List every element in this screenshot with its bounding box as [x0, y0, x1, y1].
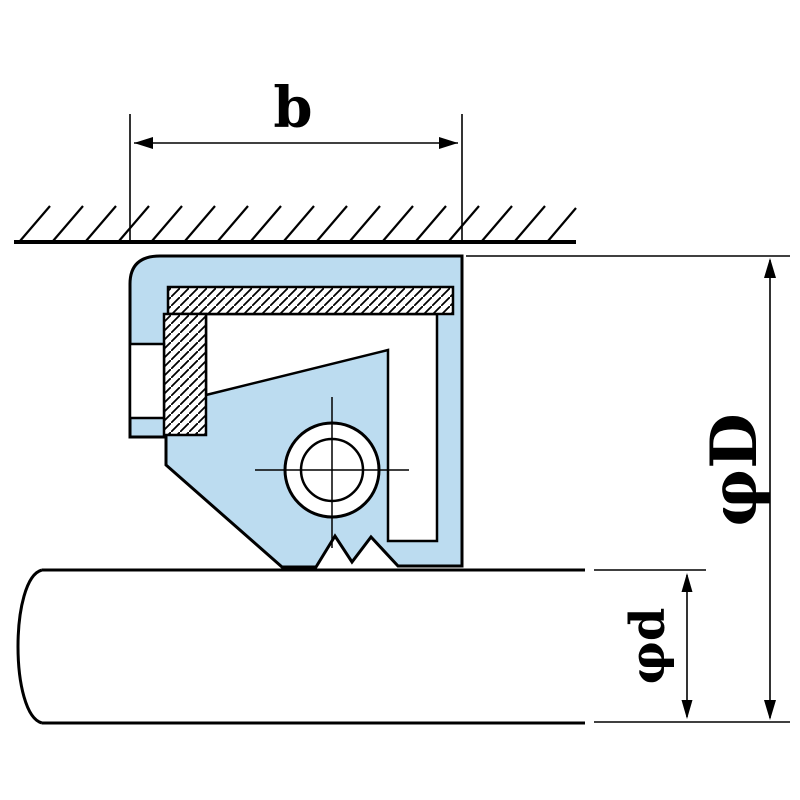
- label-width-b: b: [273, 75, 312, 141]
- label-outer-diameter: φD: [697, 413, 772, 526]
- arrowhead-top: [681, 573, 693, 592]
- metal-insert-leg: [162, 312, 208, 437]
- metal-insert-band: [166, 285, 455, 316]
- arrowhead-top: [764, 258, 776, 278]
- seal-cross-section: [128, 254, 464, 569]
- dimension-b: b: [129, 75, 463, 240]
- case-left-face: [128, 342, 166, 420]
- arrowhead-bottom: [681, 700, 693, 719]
- dimension-outer-diameter: φD: [466, 255, 790, 723]
- shaft: [16, 568, 585, 725]
- arrowhead-left: [134, 137, 153, 149]
- shaft-rounded-end: [16, 568, 43, 725]
- dimension-shaft-diameter: φd: [594, 569, 706, 719]
- arrowhead-bottom: [764, 700, 776, 720]
- housing-bore-surface: [14, 205, 577, 244]
- label-shaft-diameter: φd: [620, 608, 676, 685]
- arrowhead-right: [439, 137, 458, 149]
- housing-hatch-marks: [19, 205, 577, 242]
- garter-spring: [255, 397, 409, 548]
